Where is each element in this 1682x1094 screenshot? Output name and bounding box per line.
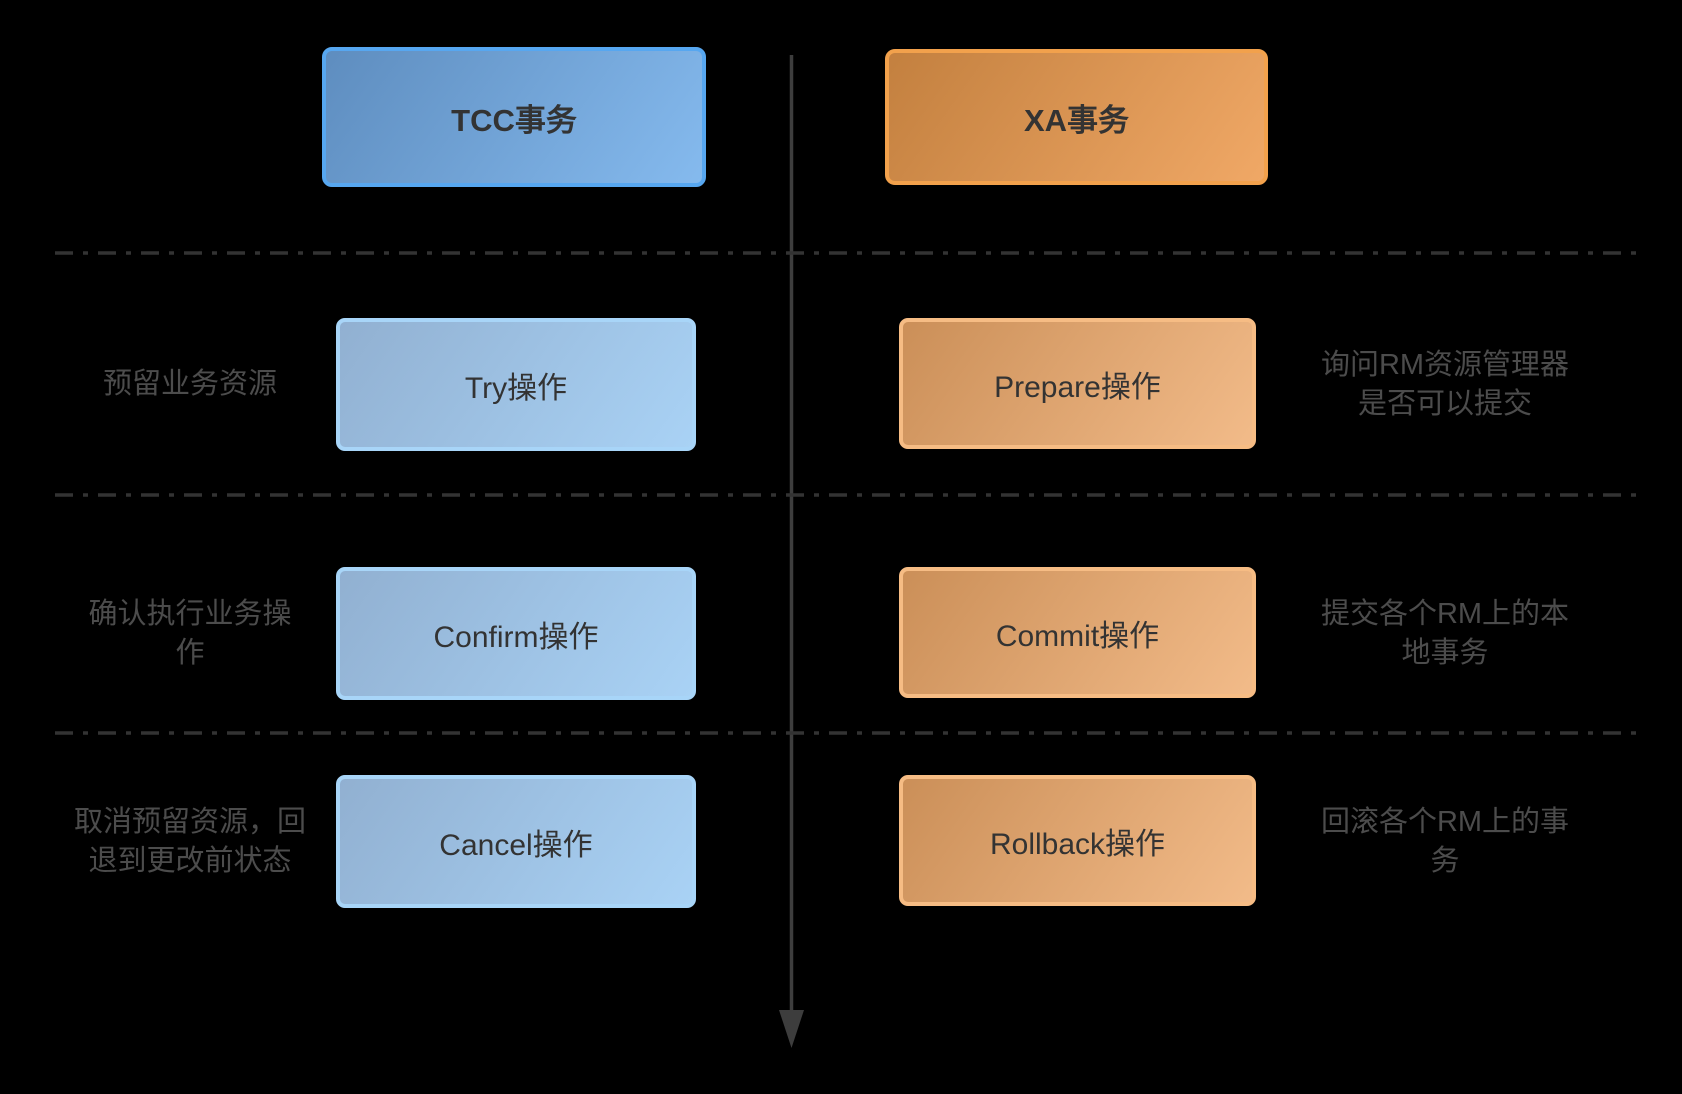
down-arrowhead-icon (779, 1010, 804, 1048)
xa-column-header: XA事务 (885, 49, 1268, 185)
xa-prepare-node: Prepare操作 (899, 318, 1256, 449)
tcc-column-header: TCC事务 (322, 47, 706, 187)
row1-left-annotation: 预留业务资源 (102, 368, 277, 400)
row3-right-annotation: 回滚各个RM上的事 务 (1320, 805, 1570, 877)
tcc-try-node: Try操作 (336, 318, 696, 451)
xa-rollback-node: Rollback操作 (899, 775, 1256, 906)
xa-commit-node: Commit操作 (899, 567, 1256, 698)
row2-left-annotation: 确认执行业务操 作 (88, 597, 292, 669)
tcc-cancel-node: Cancel操作 (336, 775, 696, 908)
row3-left-annotation: 取消预留资源，回 退到更改前状态 (73, 805, 306, 877)
row1-right-annotation: 询问RM资源管理器 是否可以提交 (1320, 348, 1570, 420)
tcc-confirm-node: Confirm操作 (336, 567, 696, 700)
row2-right-annotation: 提交各个RM上的本 地事务 (1320, 597, 1570, 669)
